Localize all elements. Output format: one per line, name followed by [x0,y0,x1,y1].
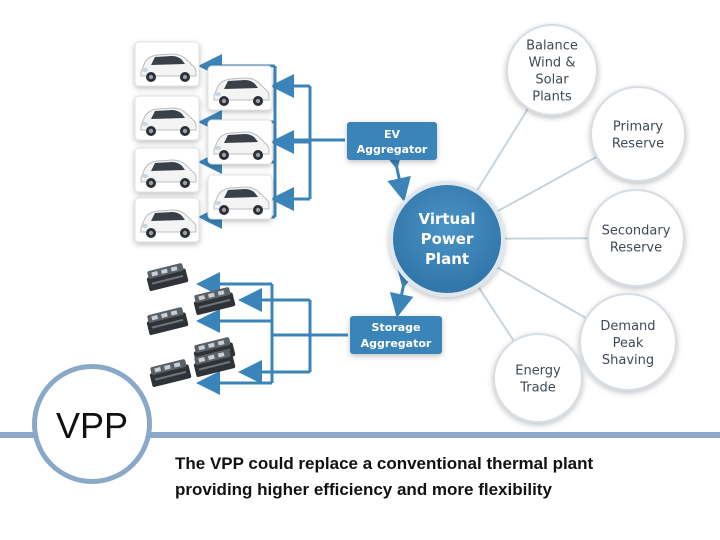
service-label-energy-1: Energy [515,364,561,379]
caption-line-1: The VPP could replace a conventional the… [175,454,594,473]
service-label-demand-1: Demand [600,319,655,334]
ev-car-icon [134,147,200,193]
ev-car-icon [134,41,200,87]
battery-module-icon [146,263,189,291]
service-label-primary-1: Primary [613,120,664,135]
ev-car-icon [134,95,200,141]
battery-module-icon [193,287,236,315]
ev-fleet [134,41,273,243]
storage-aggregator: Storage Aggregator [350,316,442,354]
storage-connectors [196,272,348,395]
aggregator-links [380,143,420,318]
battery-stack [146,263,236,387]
ev-car-icon [134,197,200,243]
center-line-2: Power [421,230,474,248]
service-label-balance-1: Balance [526,39,578,54]
divider-bar [0,432,720,438]
storage-aggregator-line-1: Storage [372,321,421,334]
service-label-balance-2: Wind & [529,56,576,71]
virtual-power-plant-node: Virtual Power Plant [389,181,505,297]
service-label-balance-4: Plants [532,90,572,105]
ev-aggregator: EV Aggregator [347,122,437,160]
battery-module-icon [149,359,192,387]
battery-module-icon [146,307,189,335]
battery-module-icon [193,349,236,377]
ev-car-icon [207,65,273,111]
service-label-primary-2: Reserve [612,137,664,152]
caption-line-2: providing higher efficiency and more fle… [175,480,552,499]
service-label-demand-3: Shaving [602,353,654,368]
service-label-demand-2: Peak [613,336,644,351]
service-label-balance-3: Solar [535,73,569,88]
center-line-1: Virtual [419,210,476,228]
storage-aggregator-line-2: Aggregator [361,337,432,350]
slide-caption: The VPP could replace a conventional the… [175,451,695,503]
ev-aggregator-line-2: Aggregator [357,143,428,156]
center-line-3: Plant [425,250,469,268]
service-label-secondary-2: Reserve [610,241,662,256]
ev-car-icon [207,119,273,165]
service-label-energy-2: Trade [519,381,556,396]
vpp-badge [32,364,152,484]
ev-car-icon [207,174,273,220]
service-label-secondary-1: Secondary [602,224,671,239]
vpp-badge-label: VPP [55,405,129,446]
ev-aggregator-line-1: EV [384,128,401,141]
